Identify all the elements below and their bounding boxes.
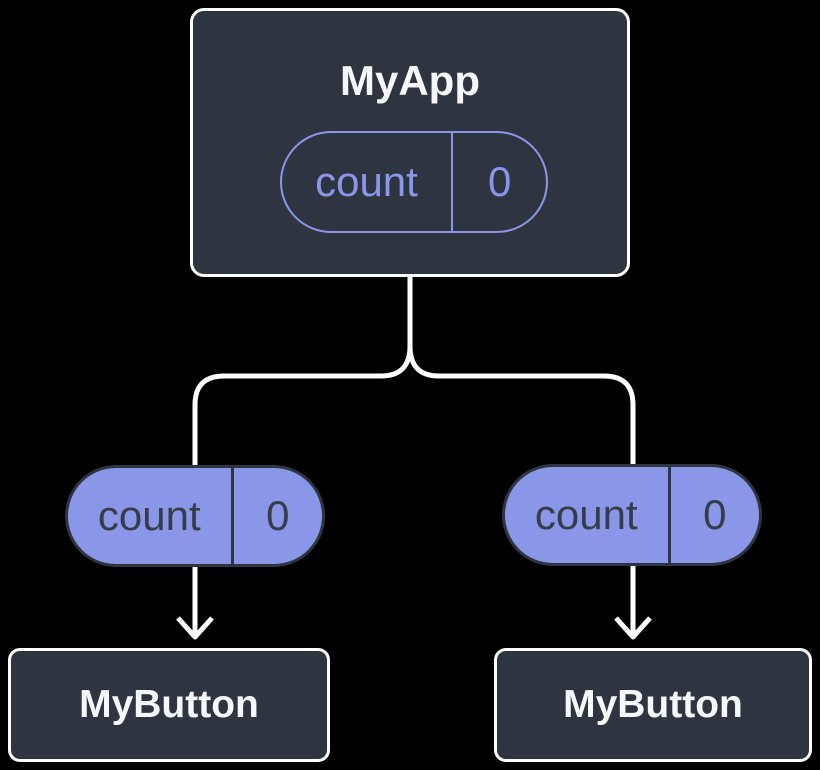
component-title-child-right: MyButton	[563, 683, 743, 726]
prop-pill-right: count 0	[502, 464, 762, 566]
prop-name: count	[97, 492, 201, 539]
state-name: count	[315, 158, 418, 205]
state-pill-root: count 0	[280, 131, 548, 233]
prop-name: count	[534, 491, 638, 538]
branch-line-left	[192, 345, 413, 467]
prop-value: 0	[703, 491, 727, 538]
arrow-down-left-icon	[176, 565, 214, 640]
pill-divider	[230, 468, 234, 564]
component-node-root: MyApp count 0	[190, 8, 630, 277]
component-title-root: MyApp	[340, 57, 480, 104]
arrow-down-right-icon	[614, 561, 652, 640]
component-title-child-left: MyButton	[79, 683, 259, 726]
prop-value: 0	[266, 492, 290, 539]
branch-line-right	[407, 345, 636, 466]
pill-divider	[667, 467, 671, 563]
state-value: 0	[488, 158, 512, 205]
component-node-child-right: MyButton	[494, 648, 812, 762]
component-node-child-left: MyButton	[8, 648, 330, 762]
prop-pill-left: count 0	[65, 465, 325, 567]
pill-divider	[450, 133, 454, 231]
